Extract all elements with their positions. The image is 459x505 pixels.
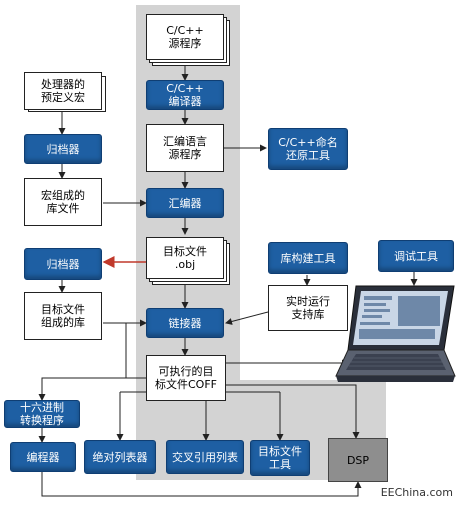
- runtime-library-box: 实时运行 支持库: [268, 285, 348, 331]
- predefined-macros-box: 处理器的 预定义宏: [24, 72, 102, 110]
- asm-source-label: 汇编语言 源程序: [163, 135, 207, 161]
- dsp-label: DSP: [346, 453, 370, 467]
- laptop-icon: [335, 285, 456, 382]
- programmer-box: 编程器: [10, 442, 76, 472]
- runtime-library-label: 实时运行 支持库: [286, 295, 330, 321]
- macro-library-box: 宏组成的 库文件: [24, 178, 102, 226]
- assembler-label: 汇编器: [168, 196, 202, 210]
- hex-converter-label: 十六进制 转换程序: [20, 401, 64, 427]
- programmer-label: 编程器: [26, 450, 60, 464]
- object-library-box: 目标文件 组成的库: [24, 292, 102, 340]
- name-demangler-label: C/C++命名 还原工具: [278, 136, 338, 162]
- object-file-tools-label: 目标文件 工具: [258, 445, 302, 471]
- watermark: EEChina.com: [380, 486, 453, 499]
- debug-tool-box: 调试工具: [378, 240, 454, 272]
- name-demangler-box: C/C++命名 还原工具: [268, 128, 348, 170]
- linker-label: 链接器: [168, 316, 202, 330]
- compiler-label: C/C++ 编译器: [166, 82, 204, 108]
- object-file-tools-box: 目标文件 工具: [250, 440, 310, 476]
- assembler-box: 汇编器: [146, 188, 224, 218]
- cross-ref-lister-box: 交叉引用列表: [166, 440, 244, 474]
- archiver-top-label: 归档器: [46, 142, 80, 156]
- archiver-bottom-label: 归档器: [46, 257, 80, 271]
- object-file-box: 目标文件 .obj: [146, 237, 224, 279]
- dsp-box: DSP: [328, 438, 388, 482]
- archiver-bottom-box: 归档器: [24, 248, 102, 280]
- archiver-top-box: 归档器: [24, 134, 102, 164]
- macro-library-label: 宏组成的 库文件: [41, 189, 85, 215]
- debug-tool-label: 调试工具: [394, 249, 438, 263]
- library-builder-label: 库构建工具: [280, 251, 336, 265]
- cross-ref-lister-label: 交叉引用列表: [172, 450, 238, 464]
- library-builder-box: 库构建工具: [268, 242, 348, 274]
- absolute-lister-box: 绝对列表器: [84, 440, 156, 474]
- hex-converter-box: 十六进制 转换程序: [4, 400, 80, 428]
- compiler-box: C/C++ 编译器: [146, 80, 224, 110]
- absolute-lister-label: 绝对列表器: [92, 450, 148, 464]
- executable-label: 可执行的目 标文件COFF: [155, 365, 217, 391]
- object-library-label: 目标文件 组成的库: [41, 303, 85, 329]
- linker-box: 链接器: [146, 308, 224, 338]
- source-code-label: C/C++ 源程序: [166, 24, 204, 50]
- object-file-label: 目标文件 .obj: [163, 245, 207, 271]
- executable-box: 可执行的目 标文件COFF: [146, 355, 226, 401]
- source-code-box: C/C++ 源程序: [146, 14, 224, 60]
- predefined-macros-label: 处理器的 预定义宏: [41, 78, 85, 104]
- asm-source-box: 汇编语言 源程序: [146, 124, 224, 172]
